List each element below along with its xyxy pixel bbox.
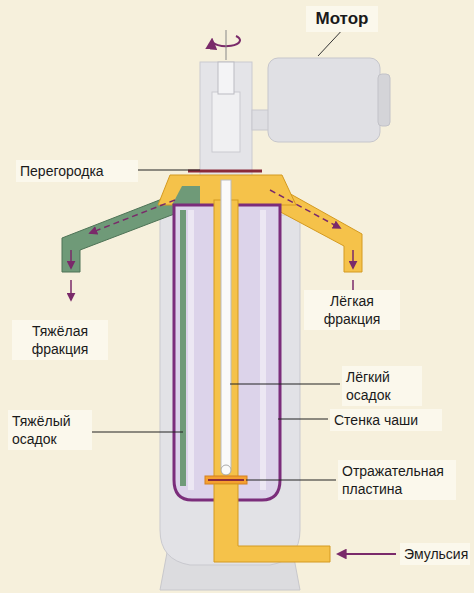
title-label: Мотор [306, 6, 378, 32]
part-label: Тяжёлый осадок [8, 410, 92, 450]
spindle-column [200, 62, 252, 182]
part-label: Отражательная пластина [338, 460, 456, 500]
leader-line [230, 384, 340, 385]
part-label: Лёгкий осадок [342, 366, 422, 406]
flow-arrow [352, 250, 354, 268]
axis [226, 30, 227, 60]
reflector-line [208, 479, 244, 481]
heavy-chamber [172, 186, 200, 205]
flow-arrow [90, 200, 175, 233]
leader-line [278, 419, 328, 420]
leader-line [92, 432, 183, 433]
flow-arrow [70, 250, 72, 268]
inlet-arrow [338, 553, 396, 555]
output-label: Тяжёлая фракция [12, 320, 108, 360]
motor [268, 58, 380, 142]
shaft [218, 62, 234, 94]
part-label: Стенка чаши [330, 409, 442, 431]
leader-line [138, 170, 200, 171]
spindle [221, 180, 231, 468]
spindle-end [221, 465, 231, 475]
inlet-pipe [214, 484, 330, 562]
bowl-layer [188, 210, 194, 490]
part-label: Перегородка [16, 160, 138, 182]
output-label: Лёгкая фракция [304, 290, 400, 330]
heavy-sediment [180, 210, 186, 486]
flow-arrow [70, 280, 72, 300]
leader-line [246, 480, 336, 481]
gear-box [212, 92, 240, 152]
reflector-plate [205, 476, 247, 484]
motor-cap [378, 74, 390, 126]
bowl-layer [260, 210, 266, 490]
input-label: Эмульсия [400, 543, 470, 565]
